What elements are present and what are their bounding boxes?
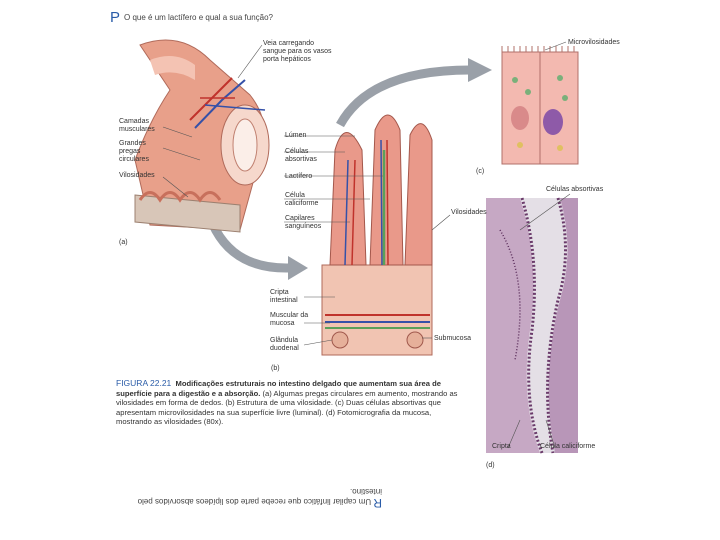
question-letter: P <box>110 9 120 26</box>
panel-c-label: (c) <box>476 168 484 176</box>
absorptive-cells-drawing <box>502 46 578 164</box>
label-caliciforme-d: Célula caliciforme <box>540 443 595 451</box>
answer-block: R Um capilar linfático que recebe parte … <box>118 462 382 508</box>
panel-b-label: (b) <box>271 365 280 373</box>
label-muscular-mucosa: Muscular da mucosa <box>270 312 310 328</box>
label-cripta-intestinal: Cripta intestinal <box>270 289 308 305</box>
figure-number: FIGURA 22.21 <box>116 378 171 388</box>
label-vilosidades-a: Vilosidades <box>119 172 179 180</box>
label-celulas-absortivas-b: Células absortivas <box>285 148 325 164</box>
question-text: O que é um lactífero e qual a sua função… <box>124 13 273 22</box>
micrograph-image <box>486 198 578 453</box>
label-lactifero: Lactífero <box>285 173 312 181</box>
answer-letter: R <box>373 496 382 510</box>
label-capilares: Capilares sanguíneos <box>285 215 330 231</box>
label-cripta: Cripta <box>492 443 511 451</box>
figure-caption: FIGURA 22.21 Modificações estruturais no… <box>116 379 464 427</box>
label-glandula: Glândula duodenal <box>270 337 310 353</box>
label-camadas: Camadas musculares <box>119 118 164 134</box>
label-caliciforme-b: Célula caliciforme <box>285 192 327 208</box>
panel-a-label: (a) <box>119 239 128 247</box>
intestine-drawing <box>135 40 269 232</box>
label-celulas-absortivas-d: Células absortivas <box>546 186 603 194</box>
label-vilosidades-b: Vilosidades <box>451 209 481 217</box>
label-veia: Veia carregando sangue para os vasos por… <box>263 40 335 64</box>
label-pregas: Grandes pregas circulares <box>119 140 164 164</box>
villus-drawing <box>322 115 432 355</box>
label-submucosa: Submucosa <box>434 335 471 343</box>
answer-text: Um capilar linfático que recebe parte do… <box>138 487 382 506</box>
panel-d-label: (d) <box>486 462 495 470</box>
label-microvilosidades: Microvilosidades <box>568 39 620 47</box>
label-lumen: Lúmen <box>285 132 306 140</box>
